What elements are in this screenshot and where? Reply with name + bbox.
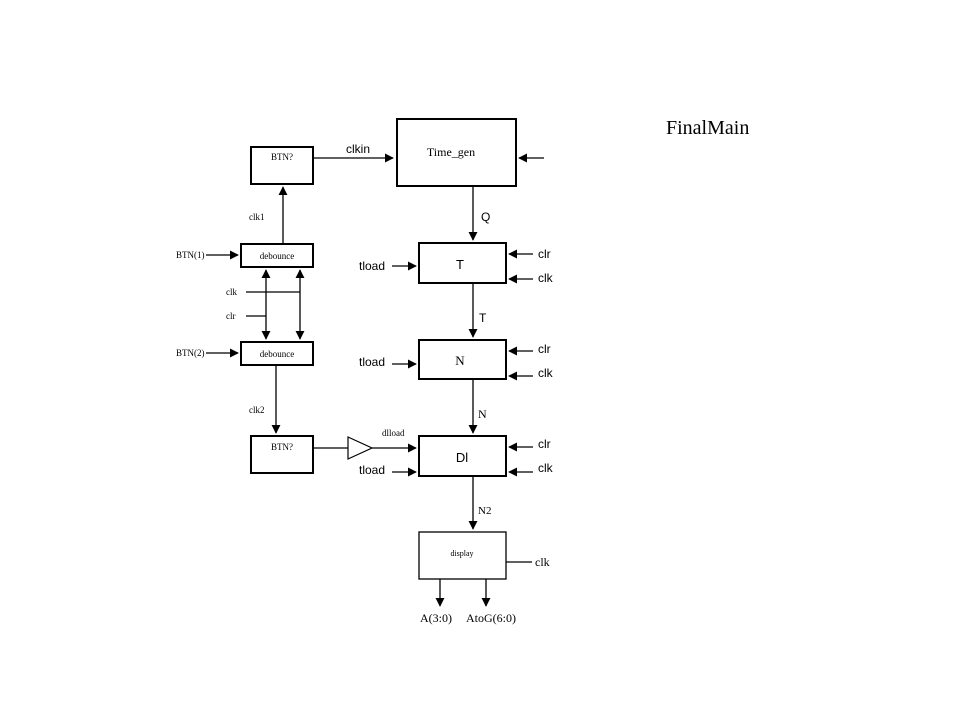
clr-n-label: clr (538, 342, 551, 356)
diagram-title: FinalMain (666, 117, 749, 139)
clk-t-label: clk (538, 271, 554, 285)
clr-dl-label: clr (538, 437, 551, 451)
t-out-label: T (479, 311, 487, 325)
display-block-label: display (450, 549, 473, 558)
btn-top-block (250, 146, 314, 185)
btn-bottom-label: BTN? (271, 442, 293, 452)
atog-out-label: AtoG(6:0) (466, 611, 516, 625)
dl-block (418, 435, 507, 477)
clk-n-label: clk (538, 366, 554, 380)
btn-top-label: BTN? (271, 152, 293, 162)
n-block (418, 339, 507, 380)
a-out-label: A(3:0) (420, 611, 452, 625)
dl-block-label: Dl (456, 450, 468, 465)
btn1-label: BTN(1) (176, 250, 205, 260)
t-block (418, 242, 507, 284)
tload-dl-label: tload (359, 463, 385, 477)
time-gen-label: Time_gen (427, 145, 475, 159)
n-out-label: N (478, 407, 487, 421)
clkin-label: clkin (346, 142, 370, 156)
time-gen-block (396, 118, 517, 187)
tload-t-label: tload (359, 259, 385, 273)
tload-n-label: tload (359, 355, 385, 369)
n2-label: N2 (478, 505, 491, 517)
clr-left-label: clr (226, 311, 236, 321)
clr-t-label: clr (538, 247, 551, 261)
clk-dl-label: clk (538, 461, 554, 475)
btn-bottom-block (250, 435, 314, 474)
btn2-label: BTN(2) (176, 348, 205, 358)
clk1-label: clk1 (249, 212, 265, 222)
debounce-2-label: debounce (260, 349, 294, 359)
debounce-1-block (240, 243, 314, 268)
clk-left-label: clk (226, 287, 237, 297)
q-label: Q (481, 210, 490, 224)
n-block-label: N (455, 353, 465, 368)
clk-display-label: clk (535, 555, 550, 569)
buffer-symbol (347, 436, 374, 460)
debounce-2-block (240, 341, 314, 366)
t-block-label: T (456, 257, 464, 272)
dlload-label: dlload (382, 428, 405, 438)
clk2-label: clk2 (249, 405, 265, 415)
debounce-1-label: debounce (260, 251, 294, 261)
display-block (418, 531, 507, 580)
